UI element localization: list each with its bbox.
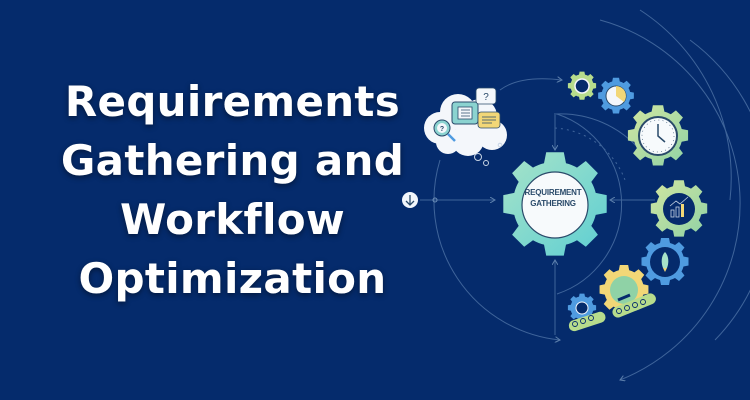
chat-bubble-icon	[477, 111, 501, 129]
center-label-line-2: GATHERING	[530, 199, 576, 208]
clock-gear-icon	[627, 105, 689, 166]
growth-chart-gear-icon	[650, 180, 708, 237]
small-gear-icon	[567, 71, 597, 100]
requirement-gathering-gear	[503, 152, 607, 256]
headline: Requirements Gathering and Workflow Opti…	[60, 72, 405, 308]
svg-text:?: ?	[483, 92, 489, 103]
pie-chart-gear-icon	[598, 77, 634, 114]
headline-line-3: Workflow	[119, 195, 346, 244]
flow-lines	[420, 9, 750, 380]
center-gear-label: REQUIREMENT GATHERING	[513, 187, 593, 209]
magnifier-question-icon: ?	[433, 119, 456, 142]
down-arrow-circle-icon	[402, 192, 438, 208]
headline-line-1: Requirements	[64, 77, 401, 126]
center-label-line-1: REQUIREMENT	[524, 188, 582, 197]
question-bubble-icon: ?	[475, 87, 497, 105]
headline-line-4: Optimization	[78, 254, 387, 303]
document-bubble-icon	[451, 101, 479, 125]
headline-line-2: Gathering and	[60, 136, 405, 185]
conveyor-gear-icon	[567, 265, 656, 332]
rocket-gear-icon	[641, 238, 689, 285]
svg-text:?: ?	[440, 126, 444, 133]
